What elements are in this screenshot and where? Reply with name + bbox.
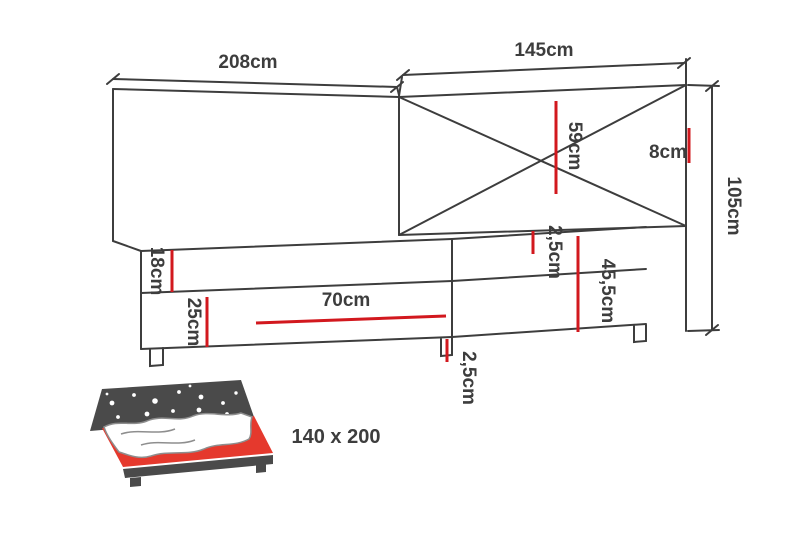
mattress-top-side-edge (451, 226, 647, 240)
base-bottom-front-edge (140, 336, 453, 350)
back-panel-top-left-edge (112, 88, 400, 98)
label-side-total-height: 45,5cm (597, 259, 618, 323)
dim-extension (687, 84, 720, 87)
label-mattress-thickness: 18cm (146, 247, 167, 296)
label-base-height: 25cm (183, 298, 204, 347)
dimension-labels: 208cm 145cm 105cm 59cm 8cm 2,5cm 45,5cm … (146, 40, 744, 448)
label-total-height: 105cm (723, 176, 744, 235)
label-bed-size: 140 x 200 (292, 426, 381, 448)
bed-leg-left (149, 347, 164, 368)
icon-duvet-fold-line (140, 439, 196, 446)
icon-duvet (103, 412, 253, 459)
label-front-section-width: 70cm (322, 290, 371, 311)
dim-extension (687, 329, 720, 332)
measure-line-front-section-width (255, 314, 447, 325)
base-bottom-side-edge (451, 323, 647, 338)
label-headboard-width: 145cm (514, 40, 573, 61)
mattress-seam-side (451, 268, 647, 282)
headboard-top-edge (398, 84, 687, 98)
dim-tick (396, 69, 410, 81)
label-top-rail-thickness: 2,5cm (544, 225, 565, 279)
dim-line-headboard-width (402, 62, 685, 76)
icon-leg-right (256, 463, 266, 473)
red-measure-lines (170, 101, 691, 362)
bed-leg-rear-right (633, 324, 647, 344)
dimension-lines (106, 57, 720, 336)
mattress-top-left-edge (112, 240, 142, 252)
icon-leg-left (130, 477, 141, 487)
mattress-seam-front (140, 280, 453, 294)
dim-extension (398, 76, 403, 97)
label-headboard-thickness: 8cm (649, 142, 687, 163)
headboard-cross-diagonal-2 (398, 84, 687, 236)
bed-outline (112, 84, 687, 368)
icon-duvet-fold-line (120, 428, 176, 435)
label-headboard-panel-height: 59cm (564, 122, 585, 171)
dim-line-bed-length (112, 78, 398, 88)
dim-tick (106, 73, 120, 85)
icon-base (123, 455, 273, 478)
label-leg-height: 2,5cm (458, 351, 479, 405)
headboard-cross-diagonal-1 (398, 96, 687, 227)
dim-tick (677, 57, 691, 69)
mattress-top-front-edge (140, 238, 453, 252)
label-bed-length: 208cm (218, 52, 277, 73)
bed-size-icon (90, 380, 273, 487)
